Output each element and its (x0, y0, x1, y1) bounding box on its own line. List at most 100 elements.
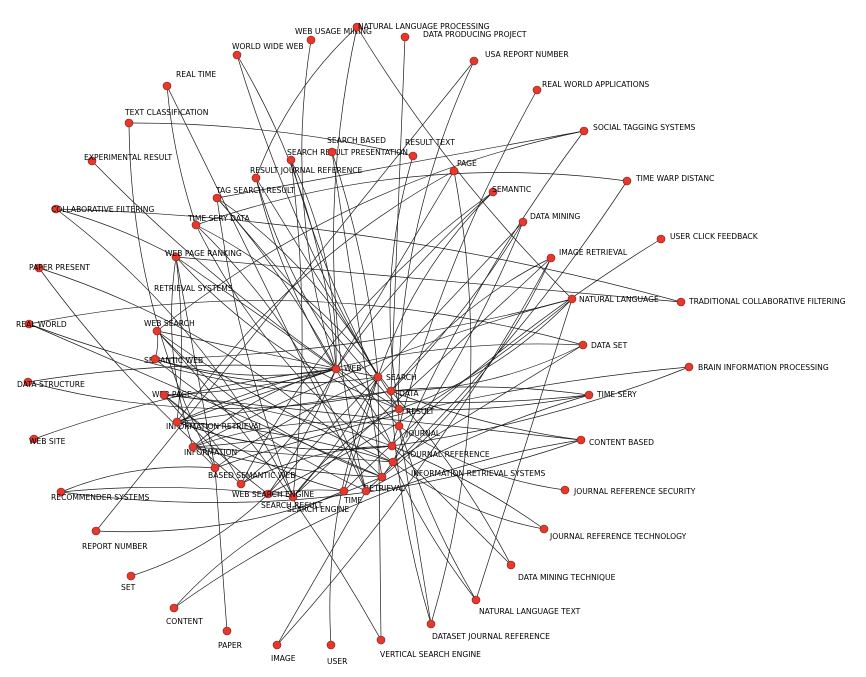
node-marker[interactable] (622, 176, 632, 186)
node-marker[interactable] (518, 217, 528, 227)
node-marker[interactable] (212, 193, 222, 203)
node-marker[interactable] (171, 252, 181, 262)
node-marker[interactable] (232, 50, 242, 60)
node-tag-search-result[interactable]: TAG SEARCH RESULT (212, 186, 295, 203)
node-marker[interactable] (51, 204, 61, 214)
node-result-text[interactable]: RESULT TEXT (405, 138, 455, 161)
node-search-result-presentation[interactable]: SEARCH RESULT PRESENTATION (286, 148, 408, 165)
node-marker[interactable] (408, 151, 418, 161)
node-marker[interactable] (394, 421, 404, 431)
node-web-search-engine[interactable]: WEB SEARCH ENGINE (232, 489, 314, 499)
node-image[interactable]: IMAGE (271, 640, 296, 663)
node-data-structure[interactable]: DATA STRUCTURE (17, 377, 85, 389)
node-real-time[interactable]: REAL TIME (162, 70, 216, 91)
node-marker[interactable] (306, 35, 316, 45)
node-marker[interactable] (426, 619, 436, 629)
node-marker[interactable] (676, 297, 686, 307)
node-marker[interactable] (188, 442, 198, 452)
node-web-usage-mining[interactable]: WEB USAGE MINING (295, 27, 372, 45)
node-marker[interactable] (684, 362, 694, 372)
node-usa-report-number[interactable]: USA REPORT NUMBER (469, 50, 569, 66)
node-real-world[interactable]: REAL WORLD (16, 319, 67, 329)
node-marker[interactable] (162, 81, 172, 91)
node-marker[interactable] (578, 340, 588, 350)
node-natural-language-text[interactable]: NATURAL LANGUAGE TEXT (471, 595, 581, 616)
node-marker[interactable] (377, 472, 387, 482)
node-traditional-collaborative-filtering[interactable]: TRADITIONAL COLLABORATIVE FILTERING (676, 297, 846, 307)
node-marker[interactable] (449, 166, 459, 176)
node-recommender-systems[interactable]: RECOMMENDER SYSTEMS (51, 487, 150, 502)
node-data-producing-project[interactable]: DATA PRODUCING PROJECT (400, 30, 527, 42)
node-marker[interactable] (87, 156, 97, 166)
node-marker[interactable] (159, 390, 169, 400)
node-web-page-ranking[interactable]: WEB PAGE RANKING (165, 249, 242, 262)
node-time-sery-data[interactable]: TIME SERY DATA (187, 214, 250, 230)
node-marker[interactable] (400, 32, 410, 42)
node-marker[interactable] (471, 595, 481, 605)
node-paper-present[interactable]: PAPER PRESENT (29, 263, 90, 273)
node-marker[interactable] (331, 364, 341, 374)
node-marker[interactable] (386, 386, 396, 396)
node-report-number[interactable]: REPORT NUMBER (82, 526, 148, 551)
node-search-result[interactable]: SEARCH RESULT (261, 492, 323, 510)
node-marker[interactable] (387, 441, 397, 451)
node-result[interactable]: RESULT (394, 404, 435, 416)
node-marker[interactable] (126, 571, 136, 581)
node-user-click-feedback[interactable]: USER CLICK FEEDBACK (656, 232, 759, 244)
node-marker[interactable] (394, 404, 404, 414)
node-data-set[interactable]: DATA SET (578, 340, 628, 350)
node-marker[interactable] (326, 640, 336, 650)
node-marker[interactable] (584, 390, 594, 400)
node-journal-reference-security[interactable]: JOURNAL REFERENCE SECURITY (560, 485, 696, 496)
node-marker[interactable] (251, 173, 261, 183)
node-web-site[interactable]: WEB SITE (29, 434, 66, 446)
node-marker[interactable] (152, 326, 162, 336)
node-marker[interactable] (124, 118, 134, 128)
node-journal-reference-technology[interactable]: JOURNAL REFERENCE TECHNOLOGY (539, 524, 687, 541)
node-marker[interactable] (288, 492, 298, 502)
node-marker[interactable] (222, 626, 232, 636)
node-web[interactable]: WEB (331, 364, 362, 374)
node-marker[interactable] (150, 354, 160, 364)
node-marker[interactable] (532, 85, 542, 95)
node-marker[interactable] (169, 603, 179, 613)
node-marker[interactable] (506, 560, 516, 570)
node-marker[interactable] (339, 486, 349, 496)
node-marker[interactable] (34, 263, 44, 273)
node-journal-reference[interactable]: JOURNAL REFERENCE (387, 441, 490, 459)
node-search-based[interactable]: SEARCH BASED (327, 136, 386, 157)
node-marker[interactable] (327, 147, 337, 157)
node-journal[interactable]: JOURNAL (394, 421, 441, 438)
node-marker[interactable] (24, 319, 34, 329)
node-marker[interactable] (210, 463, 220, 473)
node-marker[interactable] (56, 487, 66, 497)
node-marker[interactable] (236, 479, 246, 489)
node-time[interactable]: TIME (343, 486, 371, 505)
node-marker[interactable] (579, 126, 589, 136)
node-set[interactable]: SET (121, 571, 136, 592)
node-semantic[interactable]: SEMANTIC (488, 185, 531, 197)
node-experimental-result[interactable]: EXPERIMENTAL RESULT (84, 153, 172, 166)
node-image-retrieval[interactable]: IMAGE RETRIEVAL (546, 248, 628, 263)
node-result-journal-reference[interactable]: RESULT JOURNAL REFERENCE (250, 166, 363, 183)
node-marker[interactable] (546, 253, 556, 263)
node-marker[interactable] (91, 526, 101, 536)
node-marker[interactable] (286, 155, 296, 165)
node-marker[interactable] (172, 417, 182, 427)
node-natural-language[interactable]: NATURAL LANGUAGE (567, 294, 659, 304)
node-marker[interactable] (191, 220, 201, 230)
node-social-tagging-systems[interactable]: SOCIAL TAGGING SYSTEMS (579, 123, 696, 136)
node-page[interactable]: PAGE (449, 159, 477, 176)
node-marker[interactable] (361, 486, 371, 496)
node-marker[interactable] (23, 377, 33, 387)
node-user[interactable]: USER (326, 640, 348, 666)
node-web-search[interactable]: WEB SEARCH (144, 319, 195, 364)
node-marker[interactable] (488, 187, 498, 197)
node-data-mining-technique[interactable]: DATA MINING TECHNIQUE (506, 560, 616, 582)
node-retrieval-systems[interactable]: RETRIEVAL SYSTEMS (152, 284, 233, 336)
node-marker[interactable] (560, 485, 570, 495)
node-based-semantic-web[interactable]: BASED SEMANTIC WEB (208, 471, 295, 489)
node-paper[interactable]: PAPER (218, 626, 243, 650)
node-brain-information-processing[interactable]: BRAIN INFORMATION PROCESSING (684, 362, 829, 372)
node-search-engine[interactable]: SEARCH ENGINE (287, 486, 349, 514)
